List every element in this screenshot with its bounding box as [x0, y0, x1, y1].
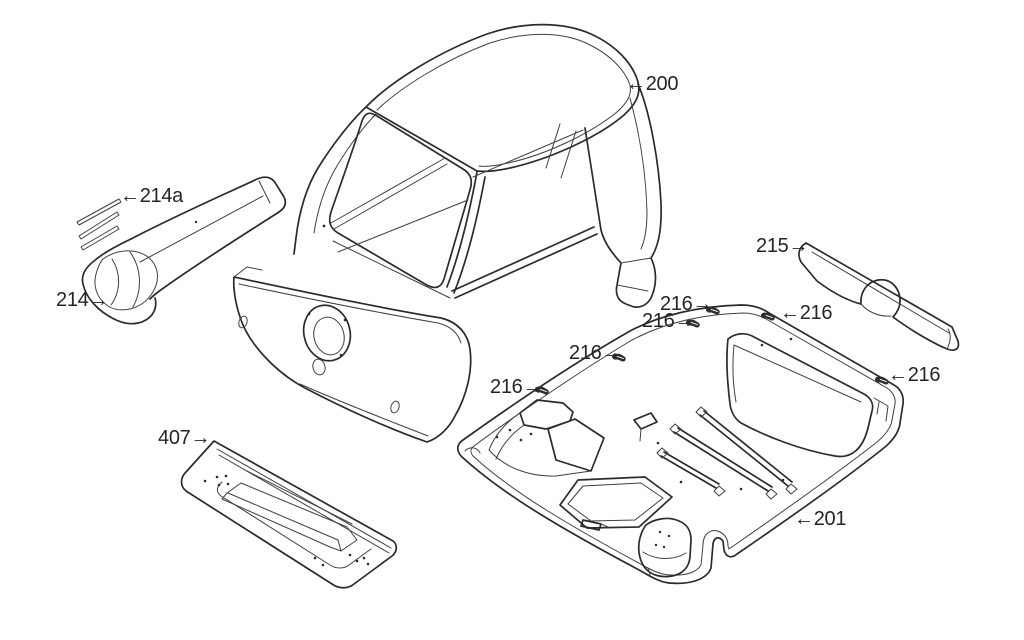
- callout-201: ←201: [794, 508, 847, 530]
- part-201-body-tub: [457, 304, 905, 585]
- callout-216-4: 216→: [569, 342, 622, 364]
- callout-407: 407→: [158, 427, 211, 449]
- part-407-floor-plate: [180, 440, 398, 589]
- callout-216-6: 216→: [490, 376, 543, 398]
- part-214a-slats: [76, 198, 122, 251]
- part-215-rear-panel: [798, 242, 960, 351]
- callout-216-5: ←216: [888, 364, 941, 386]
- part-200-cab-canopy: [232, 23, 662, 443]
- callout-215: 215→: [756, 235, 809, 257]
- callout-216-1: 216→: [660, 293, 713, 315]
- part-214-chute: [81, 176, 287, 325]
- callout-216-2: 216→: [642, 310, 695, 332]
- callout-214: 214→: [56, 289, 109, 311]
- callout-200: ←200: [626, 73, 679, 95]
- callout-214a: ←214a: [120, 185, 183, 207]
- callout-216-3: ←216: [780, 302, 833, 324]
